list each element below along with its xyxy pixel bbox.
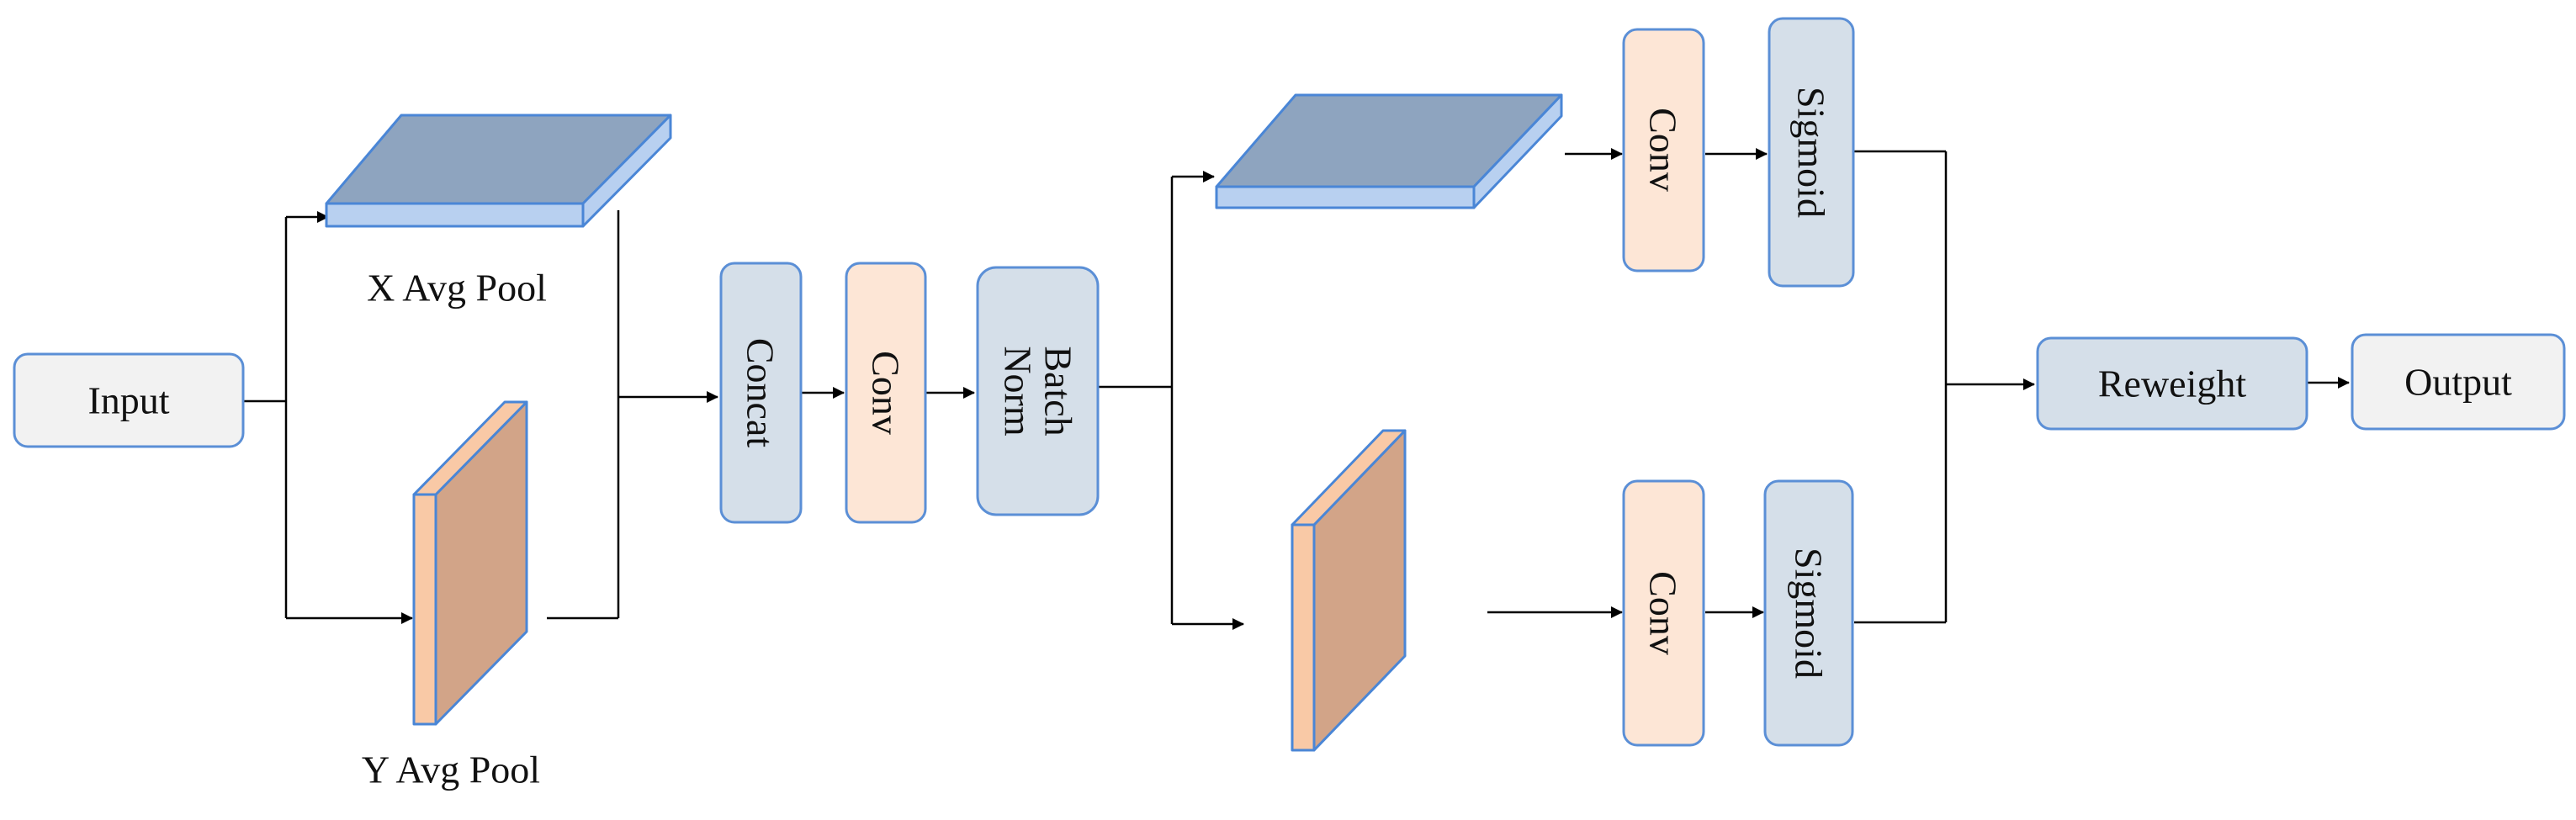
concat-box xyxy=(719,262,803,524)
conv-label: Conv xyxy=(865,351,908,435)
y-avg-pool-block xyxy=(412,400,528,726)
reweight-label: Reweight xyxy=(2098,362,2247,405)
input-label: Input xyxy=(87,379,169,422)
batchnorm-label-norm: Norm xyxy=(997,346,1040,436)
x-feature-side-face xyxy=(1472,93,1563,209)
x-avg-pool-caption: X Avg Pool xyxy=(367,267,547,309)
conv-top-node: Conv xyxy=(1622,28,1705,272)
concat-label: Concat xyxy=(739,338,782,448)
y-pool-side-strip xyxy=(412,493,437,726)
output-node: Output xyxy=(2351,333,2566,431)
output-label: Output xyxy=(2404,361,2512,404)
conv-node: Conv xyxy=(845,262,927,524)
conv-bottom-label: Conv xyxy=(1642,571,1685,655)
conv-bottom-box xyxy=(1622,479,1705,747)
sigmoid-bottom-label: Sigmoid xyxy=(1788,548,1831,679)
y-feature-top-strip xyxy=(1291,429,1407,526)
x-pool-front-face xyxy=(325,202,585,228)
sigmoid-top-node: Sigmoid xyxy=(1768,17,1855,288)
conv-top-label: Conv xyxy=(1642,108,1685,192)
batchnorm-label-batch: Batch xyxy=(1037,346,1080,436)
conv-box xyxy=(845,262,927,524)
output-box xyxy=(2351,333,2566,431)
input-box xyxy=(13,352,245,448)
x-feature-block xyxy=(1215,93,1563,209)
x-pool-side-face xyxy=(581,114,672,228)
x-feature-top-face xyxy=(1215,93,1563,188)
y-pool-top-strip xyxy=(412,400,528,496)
batchnorm-node: Batch Norm xyxy=(976,266,1100,516)
conv-top-box xyxy=(1622,28,1705,272)
reweight-node: Reweight xyxy=(2036,336,2308,431)
sigmoid-bottom-box xyxy=(1763,479,1854,747)
connectors xyxy=(244,148,2350,630)
conv-bottom-node: Conv xyxy=(1622,479,1705,747)
reweight-box xyxy=(2036,336,2308,431)
y-feature-block xyxy=(1291,429,1407,752)
x-avg-pool-block xyxy=(325,114,672,228)
sigmoid-bottom-node: Sigmoid xyxy=(1763,479,1854,747)
x-feature-front-face xyxy=(1215,185,1476,209)
input-node: Input xyxy=(13,352,245,448)
batchnorm-box xyxy=(976,266,1100,516)
sigmoid-top-label: Sigmoid xyxy=(1790,87,1833,218)
y-avg-pool-caption: Y Avg Pool xyxy=(362,749,540,791)
y-pool-back-face xyxy=(434,400,528,726)
sigmoid-top-box xyxy=(1768,17,1855,288)
concat-node: Concat xyxy=(719,262,803,524)
y-feature-side-strip xyxy=(1291,523,1316,752)
